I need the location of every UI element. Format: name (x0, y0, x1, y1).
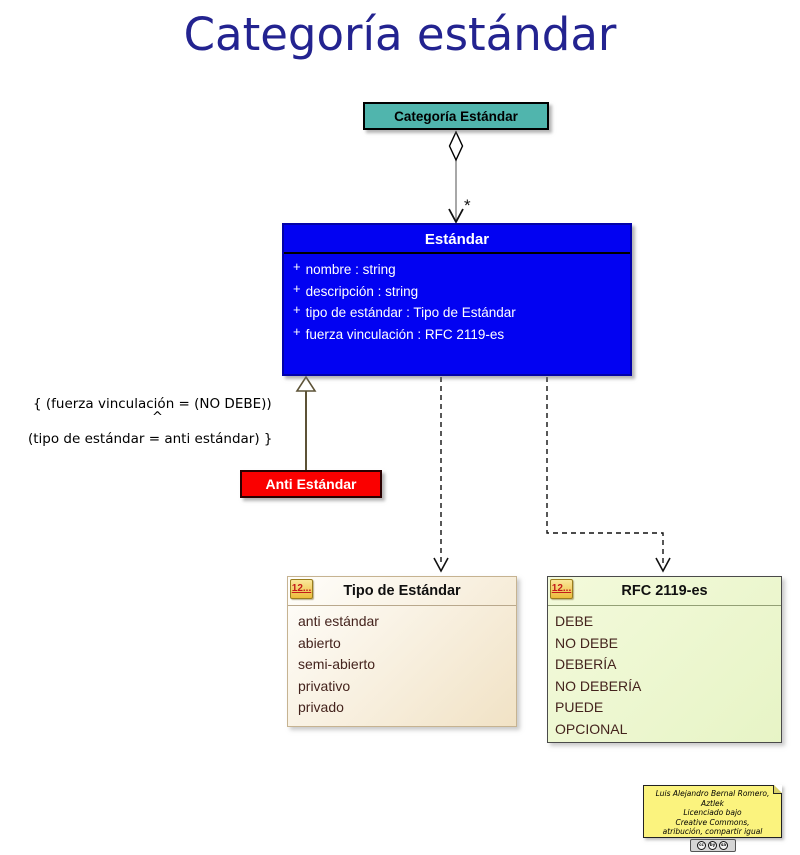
constraint-and-caret: ^ (152, 410, 163, 425)
rfc-enum-values: DEBE NO DEBE DEBERÍA NO DEBERÍA PUEDE OP… (548, 606, 781, 740)
note-license-line: atribución, compartir igual (662, 827, 763, 836)
aggregation-connector (448, 130, 464, 224)
dependency-connector-tipo (433, 377, 449, 573)
note-license-line: Creative Commons, (675, 817, 750, 827)
class-attribute: +fuerza vinculación : RFC 2119-es (293, 324, 630, 346)
enum-value: DEBE (555, 613, 594, 629)
sa-icon: sa (719, 840, 728, 850)
visibility-plus: + (293, 302, 301, 317)
generalization-connector (295, 375, 317, 471)
enum-value: privativo (298, 677, 351, 694)
rfc-enum-header: 12... RFC 2119-es (548, 577, 781, 606)
visibility-plus: + (293, 323, 301, 339)
enum-value: anti estándar (298, 613, 379, 629)
enum-value: privado (298, 699, 344, 715)
creative-commons-badge: cc by sa (689, 838, 736, 852)
enum-value: PUEDE (555, 699, 604, 715)
categoria-estandar-label: Categoría Estándar (394, 108, 518, 124)
visibility-plus: + (293, 259, 301, 274)
estandar-class-title: Estándar (284, 225, 630, 254)
class-attribute: +tipo de estándar : Tipo de Estándar (293, 302, 630, 324)
enum-value: NO DEBERÍA (555, 677, 642, 694)
multiplicity-star: * (464, 196, 471, 215)
class-attribute: +nombre : string (293, 259, 630, 281)
enum-value: OPCIONAL (555, 720, 628, 737)
dependency-connector-rfc (546, 377, 671, 573)
license-note: Luis Alejandro Bernal Romero, Aztlek Lic… (643, 785, 782, 852)
visibility-plus: + (293, 280, 301, 296)
generalization-triangle-icon (295, 375, 317, 392)
enumeration-icon: 12... (550, 579, 573, 599)
enum-value: semi-abierto (298, 656, 376, 672)
tipo-enum-title: Tipo de Estándar (343, 583, 461, 599)
open-arrowhead-icon (448, 208, 464, 224)
anti-estandar-label: Anti Estándar (265, 476, 357, 492)
enum-value: abierto (298, 634, 341, 651)
rfc-2119-enum-box: 12... RFC 2119-es DEBE NO DEBE DEBERÍA N… (547, 576, 782, 743)
enum-value: DEBERÍA (555, 656, 617, 672)
tipo-de-estandar-enum-box: 12... Tipo de Estándar anti estándar abi… (287, 576, 517, 727)
rfc-enum-title: RFC 2119-es (621, 583, 708, 599)
estandar-class-box: Estándar +nombre : string +descripción :… (282, 223, 632, 376)
page-title: Categoría estándar (183, 8, 617, 61)
estandar-attributes: +nombre : string +descripción : string +… (284, 254, 630, 345)
open-arrowhead-icon (433, 557, 449, 573)
tipo-enum-header: 12... Tipo de Estándar (288, 577, 516, 606)
by-icon: by (708, 840, 717, 850)
anti-estandar-class-box: Anti Estándar (240, 470, 382, 498)
cc-icon: cc (697, 840, 706, 850)
note-fold-corner-icon (773, 785, 782, 794)
aggregation-diamond-icon (448, 130, 464, 162)
enumeration-icon: 12... (290, 579, 313, 599)
tipo-enum-values: anti estándar abierto semi-abierto priva… (288, 606, 516, 719)
open-arrowhead-icon (655, 557, 671, 573)
constraint-line-1: { (fuerza vinculación = (NO DEBE)) (33, 396, 272, 412)
categoria-estandar-class-box: Categoría Estándar (363, 102, 549, 130)
constraint-line-2: (tipo de estándar = anti estándar) } (28, 431, 273, 447)
class-attribute: +descripción : string (293, 281, 630, 303)
note-license-line: Licenciado bajo (683, 808, 742, 817)
enum-value: NO DEBE (555, 634, 619, 651)
note-author-line: Luis Alejandro Bernal Romero, Aztlek (655, 789, 770, 808)
